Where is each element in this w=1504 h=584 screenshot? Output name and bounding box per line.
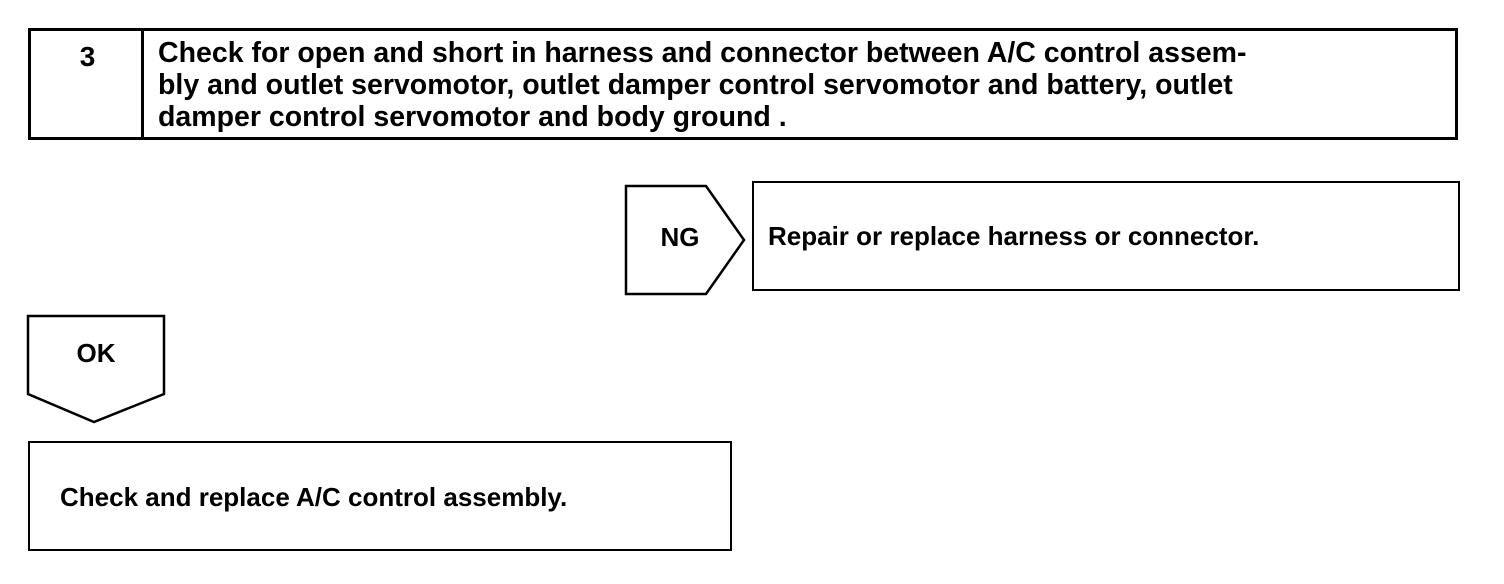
ok-action-text: Check and replace A/C control assembly. <box>60 482 568 512</box>
ok-label: OK <box>76 338 116 368</box>
ok-arrow-outline <box>26 314 166 424</box>
step-number-cell: 3 <box>31 31 144 137</box>
step-box: 3 Check for open and short in harness an… <box>28 28 1458 140</box>
ng-action-box: Repair or replace harness or connector. <box>752 181 1460 291</box>
ng-label: NG <box>660 222 700 252</box>
step-number: 3 <box>79 41 96 72</box>
ng-action-text: Repair or replace harness or connector. <box>768 221 1260 251</box>
ng-arrow-outline <box>624 184 746 296</box>
step-instruction: Check for open and short in harness and … <box>158 37 1247 133</box>
ok-action-box: Check and replace A/C control assembly. <box>28 441 732 551</box>
